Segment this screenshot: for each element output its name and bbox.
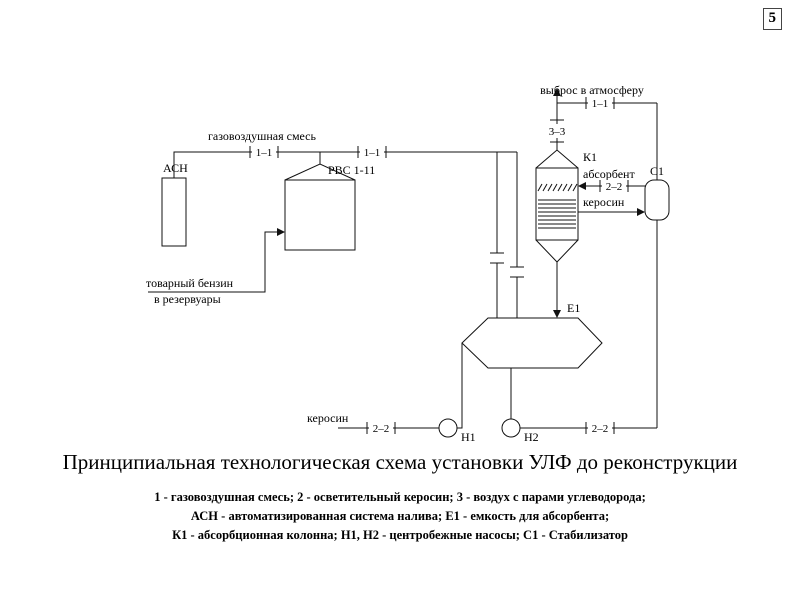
line-number-2-2: 2–2	[373, 423, 390, 435]
pump-n2-line: Н2 2–2	[501, 368, 657, 444]
rvs-tank: РВС 1-11	[284, 152, 375, 251]
legend-line-3: К1 - абсорбционная колонна; Н1, Н2 - цен…	[172, 527, 628, 542]
air-line-3-3: 3–3	[545, 103, 569, 150]
line-number-3-3: 3–3	[549, 126, 566, 138]
arrow-into-e1	[553, 310, 561, 318]
line-number-2-2: 2–2	[606, 181, 623, 193]
gas-mixture-label: газовоздушная смесь	[208, 129, 317, 143]
arrow-vent-up	[553, 88, 561, 96]
vent-line: выброс в атмосферу 1–1	[540, 83, 657, 110]
legend-line-2: АСН - автоматизированная система налива;…	[190, 508, 610, 523]
n1-label: Н1	[461, 430, 476, 444]
line-number-1-1: 1–1	[256, 147, 273, 159]
benzin-label-2: в резервуары	[154, 292, 221, 306]
absorbent-label: абсорбент	[583, 167, 635, 181]
diagram-title: Принципиальная технологическая схема уст…	[62, 450, 738, 474]
c1-label: С1	[650, 164, 664, 178]
n2-label: Н2	[524, 430, 539, 444]
k1-label: К1	[583, 150, 597, 164]
benzin-feed-line: товарный бензин в резервуары	[146, 228, 285, 306]
asn-vessel: АСН	[161, 161, 188, 247]
page-number: 5	[762, 8, 782, 30]
vent-label: выброс в атмосферу	[540, 83, 644, 97]
arrow-into-rvs	[277, 228, 285, 236]
legend-line-1: 1 - газовоздушная смесь; 2 - осветительн…	[154, 490, 646, 504]
kerosene-label-bottom: керосин	[307, 411, 349, 425]
rvs-label: РВС 1-11	[328, 163, 375, 177]
gas-line: газовоздушная смесь 1–1 1–1	[173, 129, 517, 178]
line-number-2-2: 2–2	[592, 423, 609, 435]
c1-stabilizer: С1	[644, 103, 670, 428]
kerosene-label-right: керосин	[583, 195, 625, 209]
benzin-label-1: товарный бензин	[146, 276, 234, 290]
line-number-1-1: 1–1	[592, 98, 609, 110]
e1-label: Е1	[567, 301, 580, 315]
process-flow-diagram: АСН газовоздушная смесь 1–1 1–1 РВС 1-11	[146, 83, 670, 444]
k1-column: К1	[535, 149, 597, 318]
asn-label: АСН	[163, 161, 188, 175]
kerosene-feed-line: керосин 2–2 Н1	[307, 343, 476, 444]
pump-n1	[438, 418, 458, 438]
gas-risers	[490, 152, 524, 318]
arrow-into-c1	[637, 208, 645, 216]
kerosene-line-k1-c1: керосин	[578, 195, 645, 216]
line-number-1-1: 1–1	[364, 147, 381, 159]
pump-n2	[501, 418, 521, 438]
e1-vessel: Е1	[461, 301, 603, 369]
arrow-into-k1	[578, 182, 586, 190]
legend: 1 - газовоздушная смесь; 2 - осветительн…	[0, 488, 800, 544]
absorbent-line: абсорбент 2–2	[578, 167, 645, 193]
